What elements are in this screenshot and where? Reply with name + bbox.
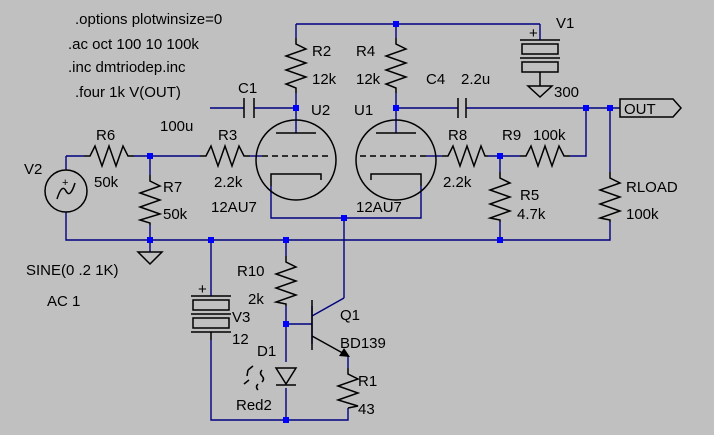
v3-value: 12 <box>232 331 249 348</box>
c1-value: 100u <box>160 118 193 135</box>
c1-ref: C1 <box>238 80 257 97</box>
resistor-r10[interactable] <box>273 256 299 306</box>
v2-ref: V2 <box>24 161 42 178</box>
resistor-r6[interactable] <box>84 143 134 169</box>
r1-ref: R1 <box>358 373 377 390</box>
sine-source-v2[interactable]: + <box>44 169 88 213</box>
v2-ac: AC 1 <box>47 293 80 310</box>
r8-value: 2.2k <box>443 174 472 191</box>
triode-u2[interactable] <box>255 119 337 201</box>
r2-value: 12k <box>312 71 337 88</box>
v3-plus: + <box>198 281 207 298</box>
r10-ref: R10 <box>237 263 265 280</box>
directive-inc[interactable]: .inc dmtriodep.inc <box>68 59 186 76</box>
r4-value: 12k <box>356 71 381 88</box>
d1-ref: D1 <box>257 343 276 360</box>
r9-value: 100k <box>533 127 566 144</box>
led-d1[interactable] <box>243 365 298 391</box>
r8-ref: R8 <box>448 127 467 144</box>
q1-value: BD139 <box>340 335 386 352</box>
directive-options[interactable]: .options plotwinsize=0 <box>75 11 222 28</box>
r2-ref: R2 <box>312 43 331 60</box>
resistor-r9[interactable] <box>520 143 570 169</box>
r3-ref: R3 <box>218 127 237 144</box>
transistor-q1[interactable] <box>311 300 350 357</box>
directive-four[interactable]: .four 1k V(OUT) <box>75 84 181 101</box>
net-label-out-flag[interactable] <box>619 98 683 118</box>
r7-value: 50k <box>163 206 188 223</box>
v1-plus: + <box>529 25 538 42</box>
resistor-r7[interactable] <box>137 175 163 225</box>
ground-icon <box>136 251 164 266</box>
c4-ref: C4 <box>426 71 445 88</box>
triode-u1[interactable] <box>355 119 437 201</box>
u2-value: 12AU7 <box>211 199 257 216</box>
capacitor-c1[interactable] <box>243 98 255 118</box>
r6-value: 50k <box>94 174 119 191</box>
r4-ref: R4 <box>356 43 375 60</box>
rload-value: 100k <box>626 206 659 223</box>
resistor-r1[interactable] <box>335 368 361 409</box>
r9-ref: R9 <box>502 127 521 144</box>
v1-ref: V1 <box>556 15 574 32</box>
resistor-r3[interactable] <box>200 143 250 169</box>
directive-ac[interactable]: .ac oct 100 10 100k <box>68 36 199 53</box>
q1-ref: Q1 <box>340 307 360 324</box>
svg-text:+: + <box>62 177 68 189</box>
r5-ref: R5 <box>520 187 539 204</box>
resistor-r4[interactable] <box>383 38 409 93</box>
v3-ref: V3 <box>232 309 250 326</box>
v2-value: SINE(0 .2 1K) <box>26 262 119 279</box>
resistor-r8[interactable] <box>442 143 488 169</box>
u2-ref: U2 <box>311 102 330 119</box>
junction-nodes <box>147 21 613 423</box>
u1-value: 12AU7 <box>356 199 402 216</box>
resistor-rload[interactable] <box>597 172 623 222</box>
battery-v1[interactable] <box>520 39 560 99</box>
resistor-r5[interactable] <box>487 172 513 222</box>
r6-ref: R6 <box>96 127 115 144</box>
v1-value: 300 <box>554 84 579 101</box>
resistor-r2[interactable] <box>283 38 309 93</box>
r3-value: 2.2k <box>214 174 243 191</box>
battery-v3[interactable] <box>191 295 231 340</box>
net-label-out: OUT <box>624 101 656 118</box>
c4-value: 2.2u <box>461 71 490 88</box>
capacitor-c4[interactable] <box>457 98 467 118</box>
r5-value: 4.7k <box>517 206 546 223</box>
u1-ref: U1 <box>354 102 373 119</box>
d1-value: Red2 <box>236 397 272 414</box>
rload-ref: RLOAD <box>626 179 678 196</box>
r10-value: 2k <box>248 291 264 308</box>
r7-ref: R7 <box>163 179 182 196</box>
r1-value: 43 <box>358 401 375 418</box>
